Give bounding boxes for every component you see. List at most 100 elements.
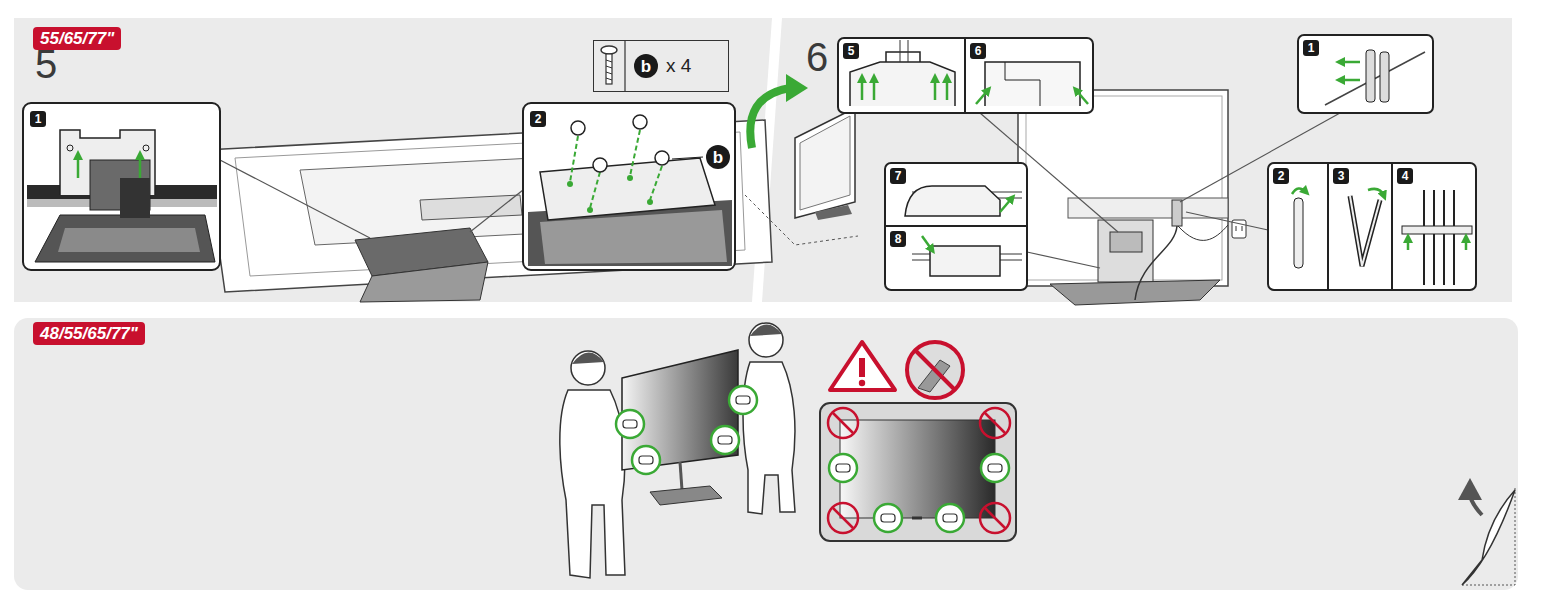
grip-diagram xyxy=(881,514,895,522)
detail-inset xyxy=(540,158,715,220)
callout-number: 5 xyxy=(843,43,859,59)
detail-inset xyxy=(627,175,633,181)
warning-triangle xyxy=(830,342,895,390)
detail-inset xyxy=(1350,196,1380,266)
detail-inset xyxy=(35,215,215,262)
hand-icon xyxy=(718,436,732,444)
leader-line xyxy=(1027,252,1100,268)
grip-diagram xyxy=(829,454,857,482)
detail-inset xyxy=(570,130,662,208)
tv-carried xyxy=(680,462,682,490)
screw-icon xyxy=(601,46,617,54)
detail-inset xyxy=(1453,190,1455,285)
no-touch-symbol xyxy=(918,360,950,392)
tv-back xyxy=(1110,232,1142,252)
detail-inset xyxy=(1407,238,1410,250)
detail-inset xyxy=(567,181,573,187)
grip-diagram xyxy=(912,517,922,520)
detail-inset xyxy=(143,145,149,151)
detail-inset xyxy=(1340,79,1360,82)
tv-carried xyxy=(650,486,722,505)
detail-inset xyxy=(1380,52,1389,102)
rotate-arrow xyxy=(786,74,808,102)
hand-position xyxy=(616,386,757,474)
detail-inset xyxy=(885,225,1027,227)
small-tv xyxy=(800,116,850,210)
detail-inset xyxy=(633,115,647,129)
detail-inset xyxy=(1350,196,1380,266)
detail-inset xyxy=(1366,50,1375,102)
no-touch-symbol xyxy=(907,342,963,398)
leader-line xyxy=(470,190,523,232)
grip-diagram xyxy=(840,420,995,518)
grip-diagram xyxy=(820,403,1016,541)
person xyxy=(743,323,795,514)
tv-back xyxy=(1178,225,1228,240)
hand-position xyxy=(711,426,739,454)
part-letter: b xyxy=(634,54,658,78)
stand xyxy=(360,262,488,302)
detail-inset xyxy=(1298,35,1433,113)
part-letter: b xyxy=(706,145,730,169)
warning-triangle xyxy=(859,380,865,386)
page-turn-icon xyxy=(1462,490,1515,585)
detail-inset xyxy=(985,62,1080,106)
grip-diagram xyxy=(836,464,850,472)
parts-box: bx 4 xyxy=(593,40,729,92)
detail-inset xyxy=(647,199,653,205)
rotate-arrow xyxy=(750,88,790,148)
callout-number: 3 xyxy=(1333,168,1349,184)
no-touch-symbol xyxy=(907,342,963,398)
grip-diagram xyxy=(980,408,1010,438)
person xyxy=(749,323,783,357)
detail-inset xyxy=(946,78,949,100)
person xyxy=(572,352,604,364)
detail-inset xyxy=(590,172,600,208)
detail-inset xyxy=(571,115,669,172)
detail-inset xyxy=(1327,163,1329,290)
detail-inset xyxy=(58,228,200,252)
callout-number: 7 xyxy=(890,168,906,184)
warning-triangle xyxy=(830,342,895,390)
page-turn-icon xyxy=(1458,478,1515,585)
background-panel xyxy=(14,318,1518,590)
detail-inset xyxy=(1340,61,1360,64)
page-turn-icon xyxy=(1462,488,1515,585)
detail-inset xyxy=(570,136,578,182)
screw-icon xyxy=(606,60,612,80)
detail-inset xyxy=(1268,163,1476,290)
detail-inset xyxy=(1000,198,1012,212)
person xyxy=(560,351,625,578)
tv-back xyxy=(1018,90,1246,305)
stand xyxy=(355,228,488,302)
tv-back xyxy=(1236,226,1237,231)
detail-inset xyxy=(630,130,640,176)
grip-diagram xyxy=(874,504,902,532)
tv-back xyxy=(1068,198,1228,218)
detail-inset xyxy=(885,163,1027,290)
detail-inset xyxy=(1408,238,1466,250)
detail-inset xyxy=(976,90,988,104)
detail-inset xyxy=(861,78,864,100)
detail-inset xyxy=(672,157,703,159)
detail-inset xyxy=(934,78,937,100)
detail-inset xyxy=(1423,190,1425,285)
tv-face-down xyxy=(420,195,522,220)
no-touch-symbol xyxy=(915,350,955,390)
grip-diagram xyxy=(836,464,1002,522)
person xyxy=(560,390,625,578)
detail-inset xyxy=(1443,190,1445,285)
callout-number: 6 xyxy=(970,43,986,59)
hand-icon xyxy=(639,456,653,464)
grip-diagram xyxy=(943,514,957,522)
screw-icon xyxy=(624,40,625,92)
leader-line xyxy=(220,160,523,238)
detail-inset xyxy=(67,145,73,151)
grip-diagram xyxy=(828,408,858,438)
callout-number: 8 xyxy=(890,231,906,247)
callout-number: 2 xyxy=(530,111,546,127)
hand-position xyxy=(616,410,644,438)
tv-back xyxy=(1050,280,1220,305)
